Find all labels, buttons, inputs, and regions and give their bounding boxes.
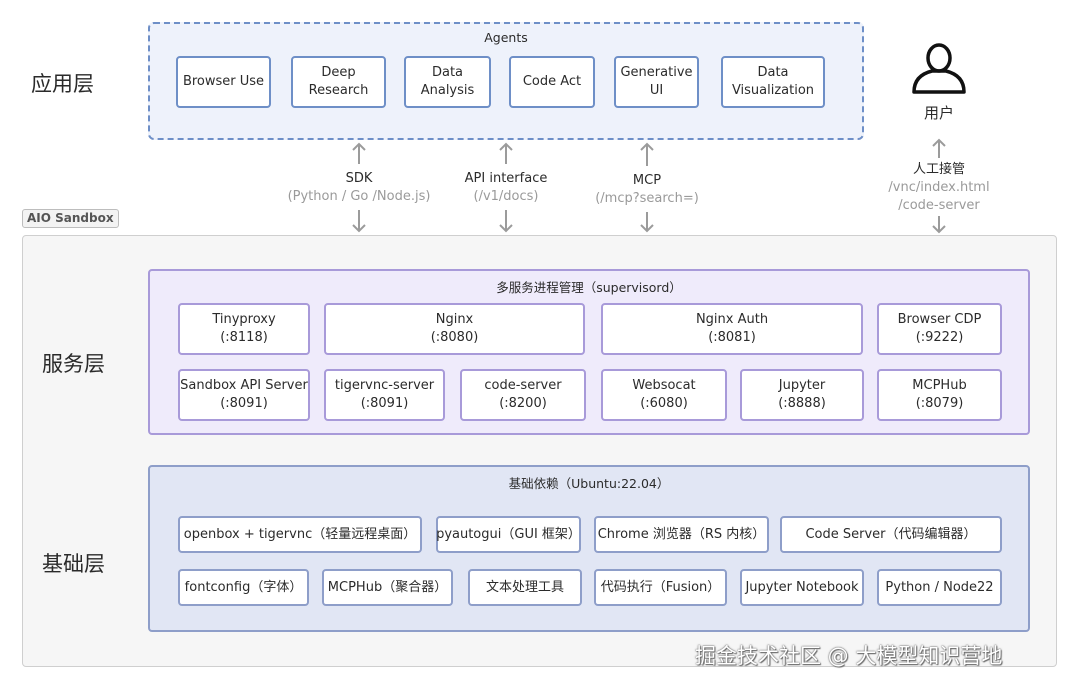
service-port: (:8091) [360,396,409,411]
agent-label: Code Act [522,74,582,89]
service-nginx-auth: Nginx Auth (:8081) [601,303,863,355]
service-port: (:8118) [220,330,268,345]
service-layer-label: 服务层 [42,352,105,376]
mcp-down-arrow [638,210,656,234]
service-port: (:6080) [640,396,688,411]
service-websocat: Websocat (:6080) [601,369,727,421]
service-name: MCPHub [912,378,967,393]
agent-data-visualization: Data Visualization [721,56,825,108]
service-port: (:9222) [915,330,964,345]
service-name: Nginx Auth [695,312,769,327]
user-icon [910,38,968,96]
user-label: 用户 [923,104,954,122]
agent-label: Research [308,83,369,98]
sdk-label: SDK [345,171,373,186]
base-item-label: Chrome 浏览器（RS 内核） [597,526,766,542]
base-group-title: 基础依赖（Ubuntu:22.04） [508,476,670,491]
service-nginx: Nginx (:8080) [324,303,585,355]
base-fontconfig: fontconfig（字体） [178,569,309,606]
human-label: 人工接管 [912,162,965,177]
mcp-up-arrow [638,142,656,168]
api-sublabel: (/v1/docs) [473,189,539,204]
human-down-arrow [930,214,948,234]
sdk-down-arrow [350,208,368,234]
service-port: (:8081) [708,330,756,345]
base-item-label: Code Server（代码编辑器） [805,526,977,542]
agent-label: UI [649,83,664,98]
base-item-label: 代码执行（Fusion） [600,579,721,595]
human-sublabel-code: /code-server [898,198,980,213]
api-up-arrow [497,142,515,166]
base-item-label: 文本处理工具 [485,579,564,595]
service-name: Browser CDP [897,312,982,327]
sdk-connector-label: SDK (Python / Go /Node.js) [278,170,440,206]
agent-label: Analysis [420,83,475,98]
service-jupyter: Jupyter (:8888) [740,369,864,421]
service-browser-cdp: Browser CDP (:9222) [877,303,1002,355]
agent-data-analysis: Data Analysis [404,56,491,108]
service-tinyproxy: Tinyproxy (:8118) [178,303,310,355]
human-connector-label: 人工接管 /vnc/index.html /code-server [874,161,1004,215]
base-text-tools: 文本处理工具 [468,569,582,606]
service-name: Sandbox API Server [180,378,308,393]
base-code-exec: 代码执行（Fusion） [594,569,727,606]
application-layer-label: 应用层 [31,72,94,96]
base-item-label: Python / Node22 [885,579,994,595]
base-jupyter-notebook: Jupyter Notebook [740,569,864,606]
sandbox-tag: AIO Sandbox [22,209,119,228]
human-up-arrow [930,138,948,160]
base-item-label: pyautogui（GUI 框架） [436,526,581,542]
base-code-server: Code Server（代码编辑器） [780,516,1002,553]
base-item-label: fontconfig（字体） [184,579,303,595]
service-mcphub: MCPHub (:8079) [877,369,1002,421]
mcp-connector-label: MCP (/mcp?search=) [587,172,707,208]
agent-code-act: Code Act [509,56,595,108]
api-label: API interface [464,171,548,186]
service-port: (:8888) [778,396,826,411]
base-item-label: openbox + tigervnc（轻量远程桌面） [183,526,417,542]
agent-label: Generative [620,65,693,80]
base-mcphub: MCPHub（聚合器） [322,569,453,606]
service-name: Jupyter [778,378,826,393]
base-pyautogui: pyautogui（GUI 框架） [436,516,581,553]
service-name: tigervnc-server [334,378,435,393]
agent-label: Visualization [731,83,815,98]
service-port: (:8079) [915,396,964,411]
agent-label: Deep [321,65,356,80]
service-name: Nginx [435,312,474,327]
service-name: Websocat [632,378,696,393]
base-chrome: Chrome 浏览器（RS 内核） [594,516,769,553]
base-item-label: Jupyter Notebook [745,579,859,595]
service-sandbox-api-server: Sandbox API Server (:8091) [178,369,310,421]
service-code-server: code-server (:8200) [460,369,586,421]
agent-label: Data [431,65,464,80]
agents-group-title: Agents [484,30,528,45]
sdk-sublabel: (Python / Go /Node.js) [287,189,431,204]
base-item-label: MCPHub（聚合器） [327,579,448,595]
base-openbox-tigervnc: openbox + tigervnc（轻量远程桌面） [178,516,422,553]
service-port: (:8080) [430,330,479,345]
service-tigervnc-server: tigervnc-server (:8091) [324,369,445,421]
service-port: (:8091) [220,396,268,411]
agent-browser-use: Browser Use [176,56,271,108]
api-down-arrow [497,208,515,234]
sdk-up-arrow [350,142,368,166]
base-python-node: Python / Node22 [877,569,1002,606]
watermark-text: 掘金技术社区 @ 大模型知识营地 [695,644,1003,668]
service-port: (:8200) [499,396,547,411]
mcp-sublabel: (/mcp?search=) [595,191,699,206]
human-sublabel-vnc: /vnc/index.html [888,180,990,195]
agent-label: Data [757,65,789,80]
agent-deep-research: Deep Research [291,56,386,108]
agent-label: Browser Use [182,74,265,89]
mcp-label: MCP [632,173,662,188]
agent-generative-ui: Generative UI [614,56,699,108]
service-name: Tinyproxy [212,312,276,327]
base-layer-label: 基础层 [42,552,105,576]
api-connector-label: API interface (/v1/docs) [446,170,566,206]
service-group-title: 多服务进程管理（supervisord） [496,280,682,295]
service-name: code-server [484,378,562,393]
